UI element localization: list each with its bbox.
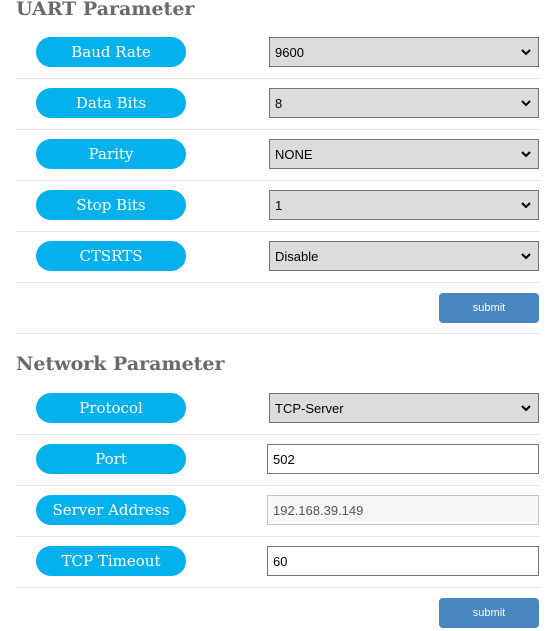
server-address-row: Server Address 192.168.39.149	[16, 486, 540, 537]
uart-section-title: UART Parameter	[16, 0, 195, 20]
chevron-down-icon	[521, 405, 531, 412]
port-row: Port 502	[16, 435, 540, 486]
ctsrts-value: Disable	[275, 248, 319, 264]
data-bits-row: Data Bits 8	[16, 79, 540, 130]
parity-value: NONE	[275, 146, 313, 162]
stop-bits-select[interactable]: 1	[269, 190, 539, 220]
server-address-value: 192.168.39.149	[273, 502, 364, 518]
stop-bits-label: Stop Bits	[36, 190, 186, 220]
network-section-title: Network Parameter	[16, 353, 225, 375]
chevron-down-icon	[521, 100, 531, 107]
port-value: 502	[273, 451, 295, 467]
baud-rate-value: 9600	[275, 44, 304, 60]
protocol-label: Protocol	[36, 393, 186, 423]
chevron-down-icon	[521, 49, 531, 56]
network-submit-row: submit	[16, 588, 540, 631]
network-submit-button[interactable]: submit	[439, 598, 539, 628]
ctsrts-row: CTSRTS Disable	[16, 232, 540, 283]
chevron-down-icon	[521, 253, 531, 260]
parity-select[interactable]: NONE	[269, 139, 539, 169]
uart-submit-row: submit	[16, 283, 540, 334]
protocol-value: TCP-Server	[275, 400, 344, 416]
data-bits-value: 8	[275, 95, 283, 111]
protocol-row: Protocol TCP-Server	[16, 384, 540, 435]
baud-rate-select[interactable]: 9600	[269, 37, 539, 67]
baud-rate-row: Baud Rate 9600	[16, 28, 540, 79]
ctsrts-label: CTSRTS	[36, 241, 186, 271]
tcp-timeout-value: 60	[273, 553, 288, 569]
stop-bits-value: 1	[275, 197, 283, 213]
port-input[interactable]: 502	[267, 444, 539, 474]
protocol-select[interactable]: TCP-Server	[269, 393, 539, 423]
chevron-down-icon	[521, 151, 531, 158]
data-bits-select[interactable]: 8	[269, 88, 539, 118]
parity-label: Parity	[36, 139, 186, 169]
ctsrts-select[interactable]: Disable	[269, 241, 539, 271]
tcp-timeout-row: TCP Timeout 60	[16, 537, 540, 588]
stop-bits-row: Stop Bits 1	[16, 181, 540, 232]
baud-rate-label: Baud Rate	[36, 37, 186, 67]
uart-submit-button[interactable]: submit	[439, 293, 539, 323]
data-bits-label: Data Bits	[36, 88, 186, 118]
server-address-input[interactable]: 192.168.39.149	[267, 495, 539, 525]
chevron-down-icon	[521, 202, 531, 209]
server-address-label: Server Address	[36, 495, 186, 525]
tcp-timeout-input[interactable]: 60	[267, 546, 539, 576]
port-label: Port	[36, 444, 186, 474]
tcp-timeout-label: TCP Timeout	[36, 546, 186, 576]
parity-row: Parity NONE	[16, 130, 540, 181]
